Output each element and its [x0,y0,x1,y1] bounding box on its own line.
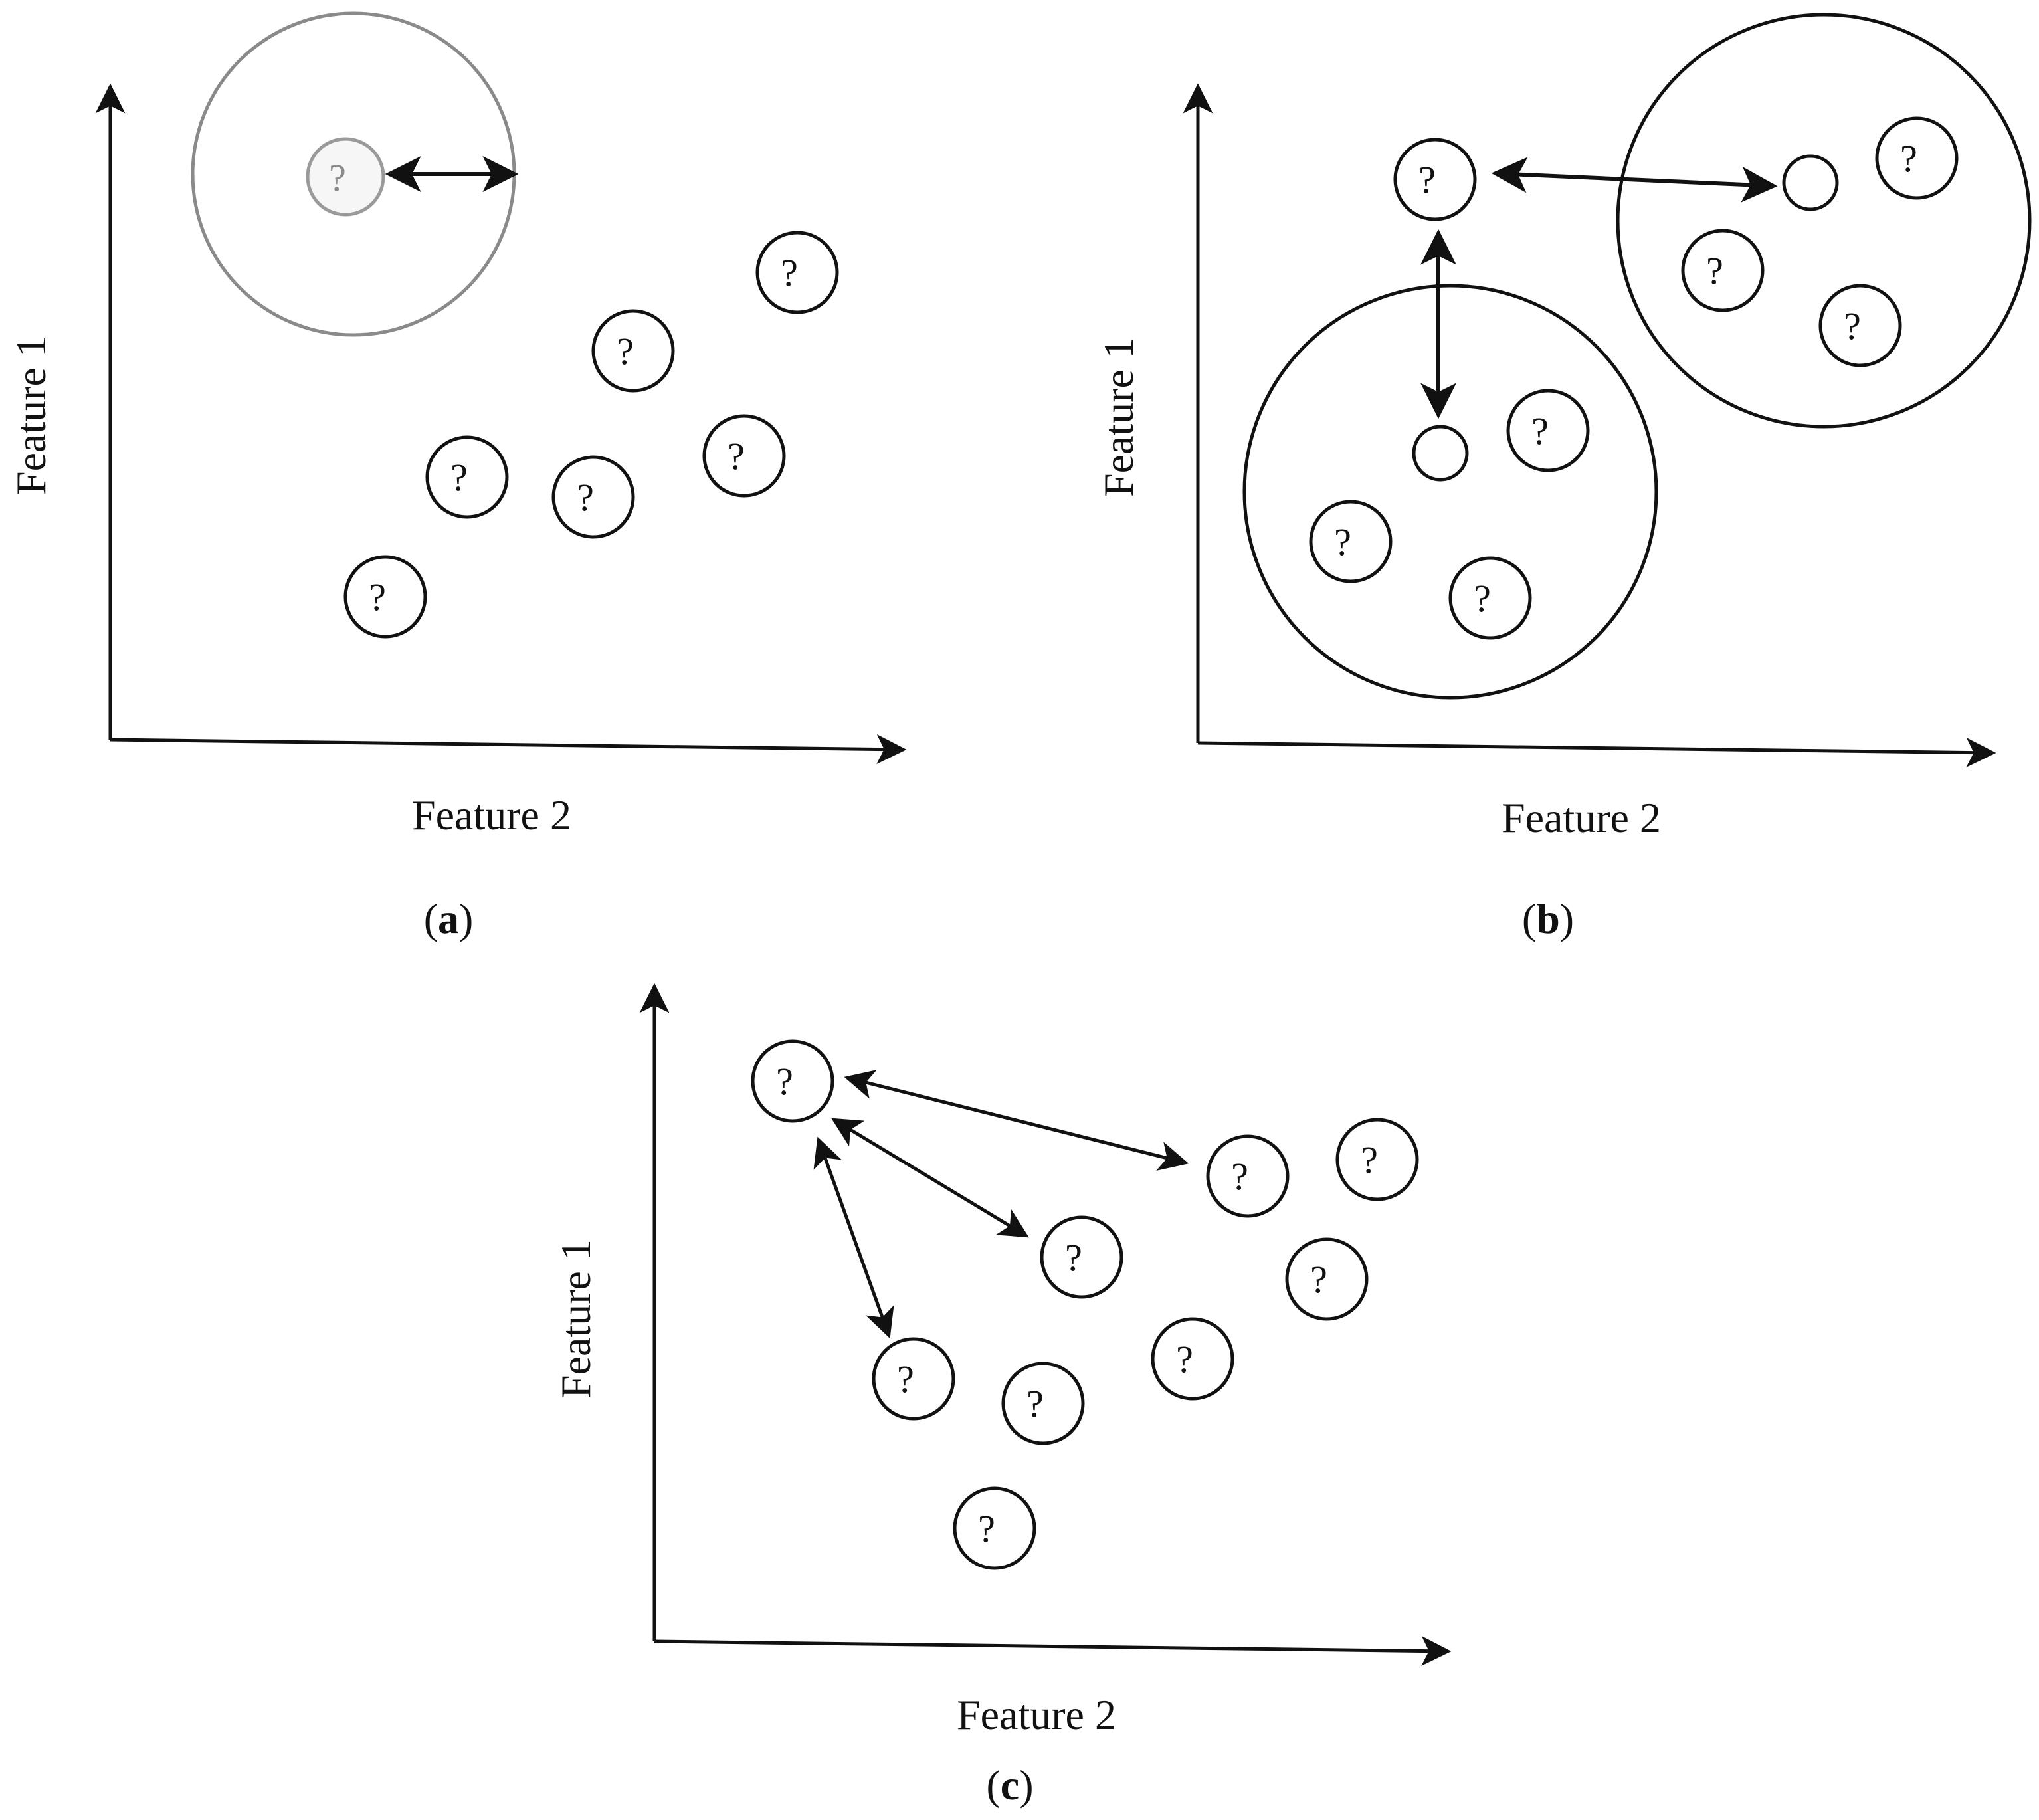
svg-text:?: ? [1844,304,1861,348]
svg-text:?: ? [1900,137,1917,180]
panel-c-point-8: ? [953,1486,1036,1570]
panel-a-point-2: ? [591,309,675,393]
svg-text:?: ? [728,435,745,478]
panel-c-point-3: ? [1040,1215,1123,1299]
panel-b-centroid-left [1412,425,1469,482]
panel-b-centroid-right [1782,154,1839,211]
svg-text:?: ? [577,476,594,519]
panel-a-y-label: Feature 1 [7,336,54,495]
svg-text:?: ? [450,456,468,499]
panel-b-left-point-1: ? [1506,389,1590,472]
panel-c-query-point: ? [751,1039,834,1123]
panel-c-caption: (c) [986,1762,1033,1809]
panel-c-x-axis [654,1635,1452,1666]
panel-a-point-5: ? [702,414,786,498]
panel-a-query-point: ? [306,137,385,217]
panel-b-right-point-3: ? [1818,284,1902,367]
panel-a-x-label: Feature 2 [412,791,571,839]
panel-c-x-label: Feature 2 [957,1691,1116,1738]
svg-text:?: ? [1334,520,1351,563]
panel-b-cluster-left [1242,284,1658,700]
svg-text:?: ? [1231,1155,1248,1198]
svg-text:?: ? [1176,1338,1193,1381]
panel-b-y-label: Feature 1 [1095,338,1142,497]
panel-c-arrow-3 [813,1136,894,1339]
svg-text:?: ? [781,251,798,294]
svg-text:?: ? [1706,249,1723,292]
panel-c-y-label: Feature 1 [552,1239,599,1399]
panel-c-point-5: ? [872,1337,955,1421]
svg-text:?: ? [1065,1236,1082,1279]
panel-c-point-2: ? [1335,1118,1419,1201]
panel-b-query-point: ? [1393,138,1477,221]
panel-b-right-point-2: ? [1681,229,1765,312]
panel-b: Feature 1 Feature 2 ? ? ? ? [1095,13,2032,942]
panel-a-point-4: ? [551,455,635,539]
panel-b-x-axis [1197,737,1996,767]
panel-a-point-6: ? [343,555,427,639]
svg-text:?: ? [617,330,634,373]
panel-b-left-point-3: ? [1448,556,1532,640]
panel-b-cluster-right [1616,13,2032,429]
panel-a-point-3: ? [425,435,509,519]
svg-text:?: ? [1531,409,1549,453]
panel-b-right-point-1: ? [1875,116,1959,200]
svg-text:?: ? [1474,577,1491,620]
svg-text:?: ? [978,1507,995,1550]
panel-c-point-6: ? [1001,1362,1085,1445]
panel-c-point-4: ? [1285,1237,1369,1321]
panel-c-arrow-1 [844,1070,1189,1171]
panel-c: Feature 1 Feature 2 ? ? ? ? ? [552,983,1452,1809]
panel-b-caption: (b) [1522,895,1574,942]
svg-text:?: ? [1310,1258,1327,1301]
panel-b-x-label: Feature 2 [1502,794,1661,841]
panel-a-x-axis [110,734,907,764]
panel-c-point-1: ? [1206,1134,1290,1218]
svg-text:?: ? [776,1060,793,1103]
panel-b-left-point-2: ? [1309,500,1393,583]
unknown-label: ? [329,156,346,199]
panel-c-arrow-2 [831,1118,1029,1238]
panel-a: Feature 1 Feature 2 ? ? ? ? ? ? [7,11,907,942]
panel-a-point-1: ? [755,231,839,314]
svg-text:?: ? [897,1358,914,1401]
svg-text:?: ? [1026,1382,1044,1425]
svg-text:?: ? [1418,158,1436,201]
panel-c-point-7: ? [1151,1317,1234,1401]
panel-b-arrow-to-right-centroid [1491,157,1778,203]
svg-text:?: ? [369,575,386,619]
svg-text:?: ? [1361,1138,1378,1181]
panel-a-caption: (a) [424,895,474,942]
